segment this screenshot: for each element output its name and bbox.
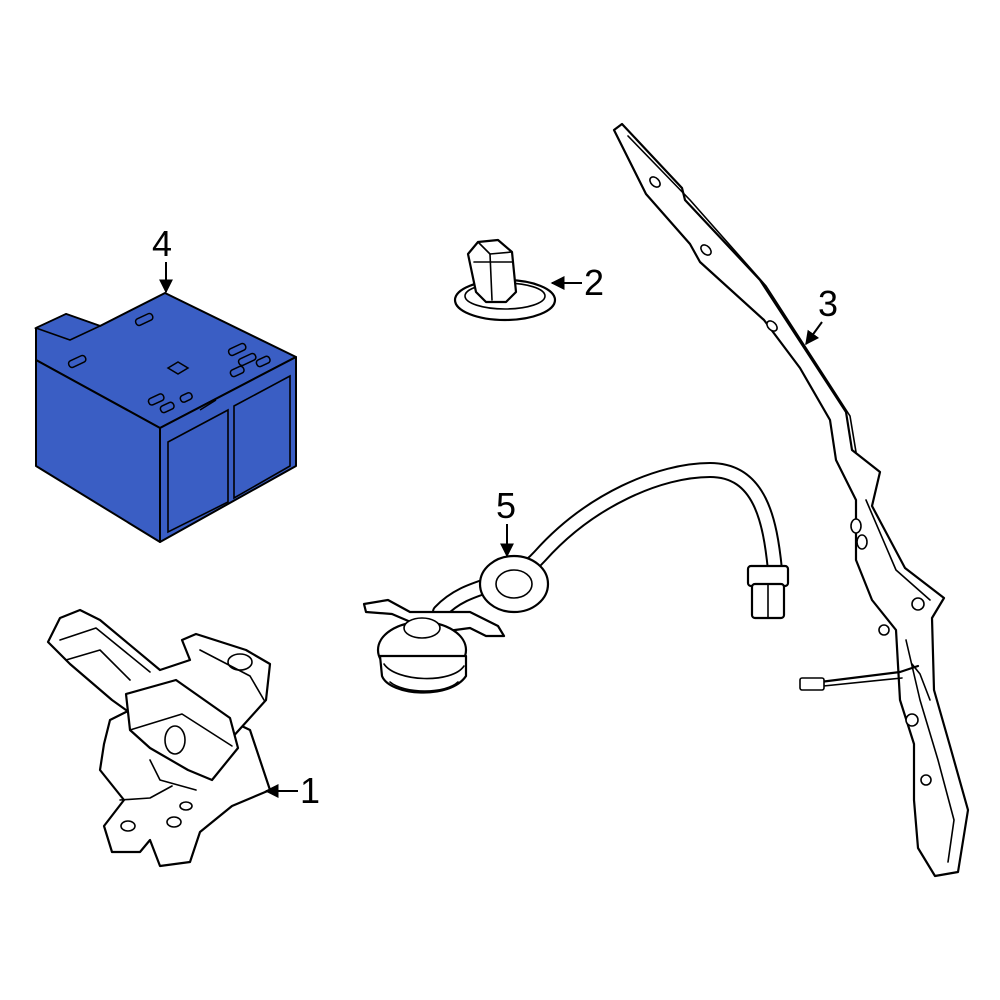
part-1-latch-assembly[interactable] [46, 608, 272, 868]
callout-2: 2 [550, 262, 604, 303]
callout-4: 4 [152, 223, 173, 294]
callout-label-2: 2 [584, 262, 604, 303]
part-4-control-module[interactable] [33, 292, 297, 543]
callout-1: 1 [264, 770, 320, 811]
callout-3: 3 [805, 283, 838, 346]
callout-label-5: 5 [496, 485, 516, 526]
callout-label-4: 4 [152, 223, 172, 264]
part-5-sensor-cable[interactable] [362, 461, 790, 694]
callout-5: 5 [496, 485, 516, 558]
callout-label-3: 3 [818, 283, 838, 324]
part-3-harness-bracket[interactable] [612, 122, 970, 878]
callout-label-1: 1 [300, 770, 320, 811]
part-2-push-pin-clip[interactable] [453, 238, 557, 322]
